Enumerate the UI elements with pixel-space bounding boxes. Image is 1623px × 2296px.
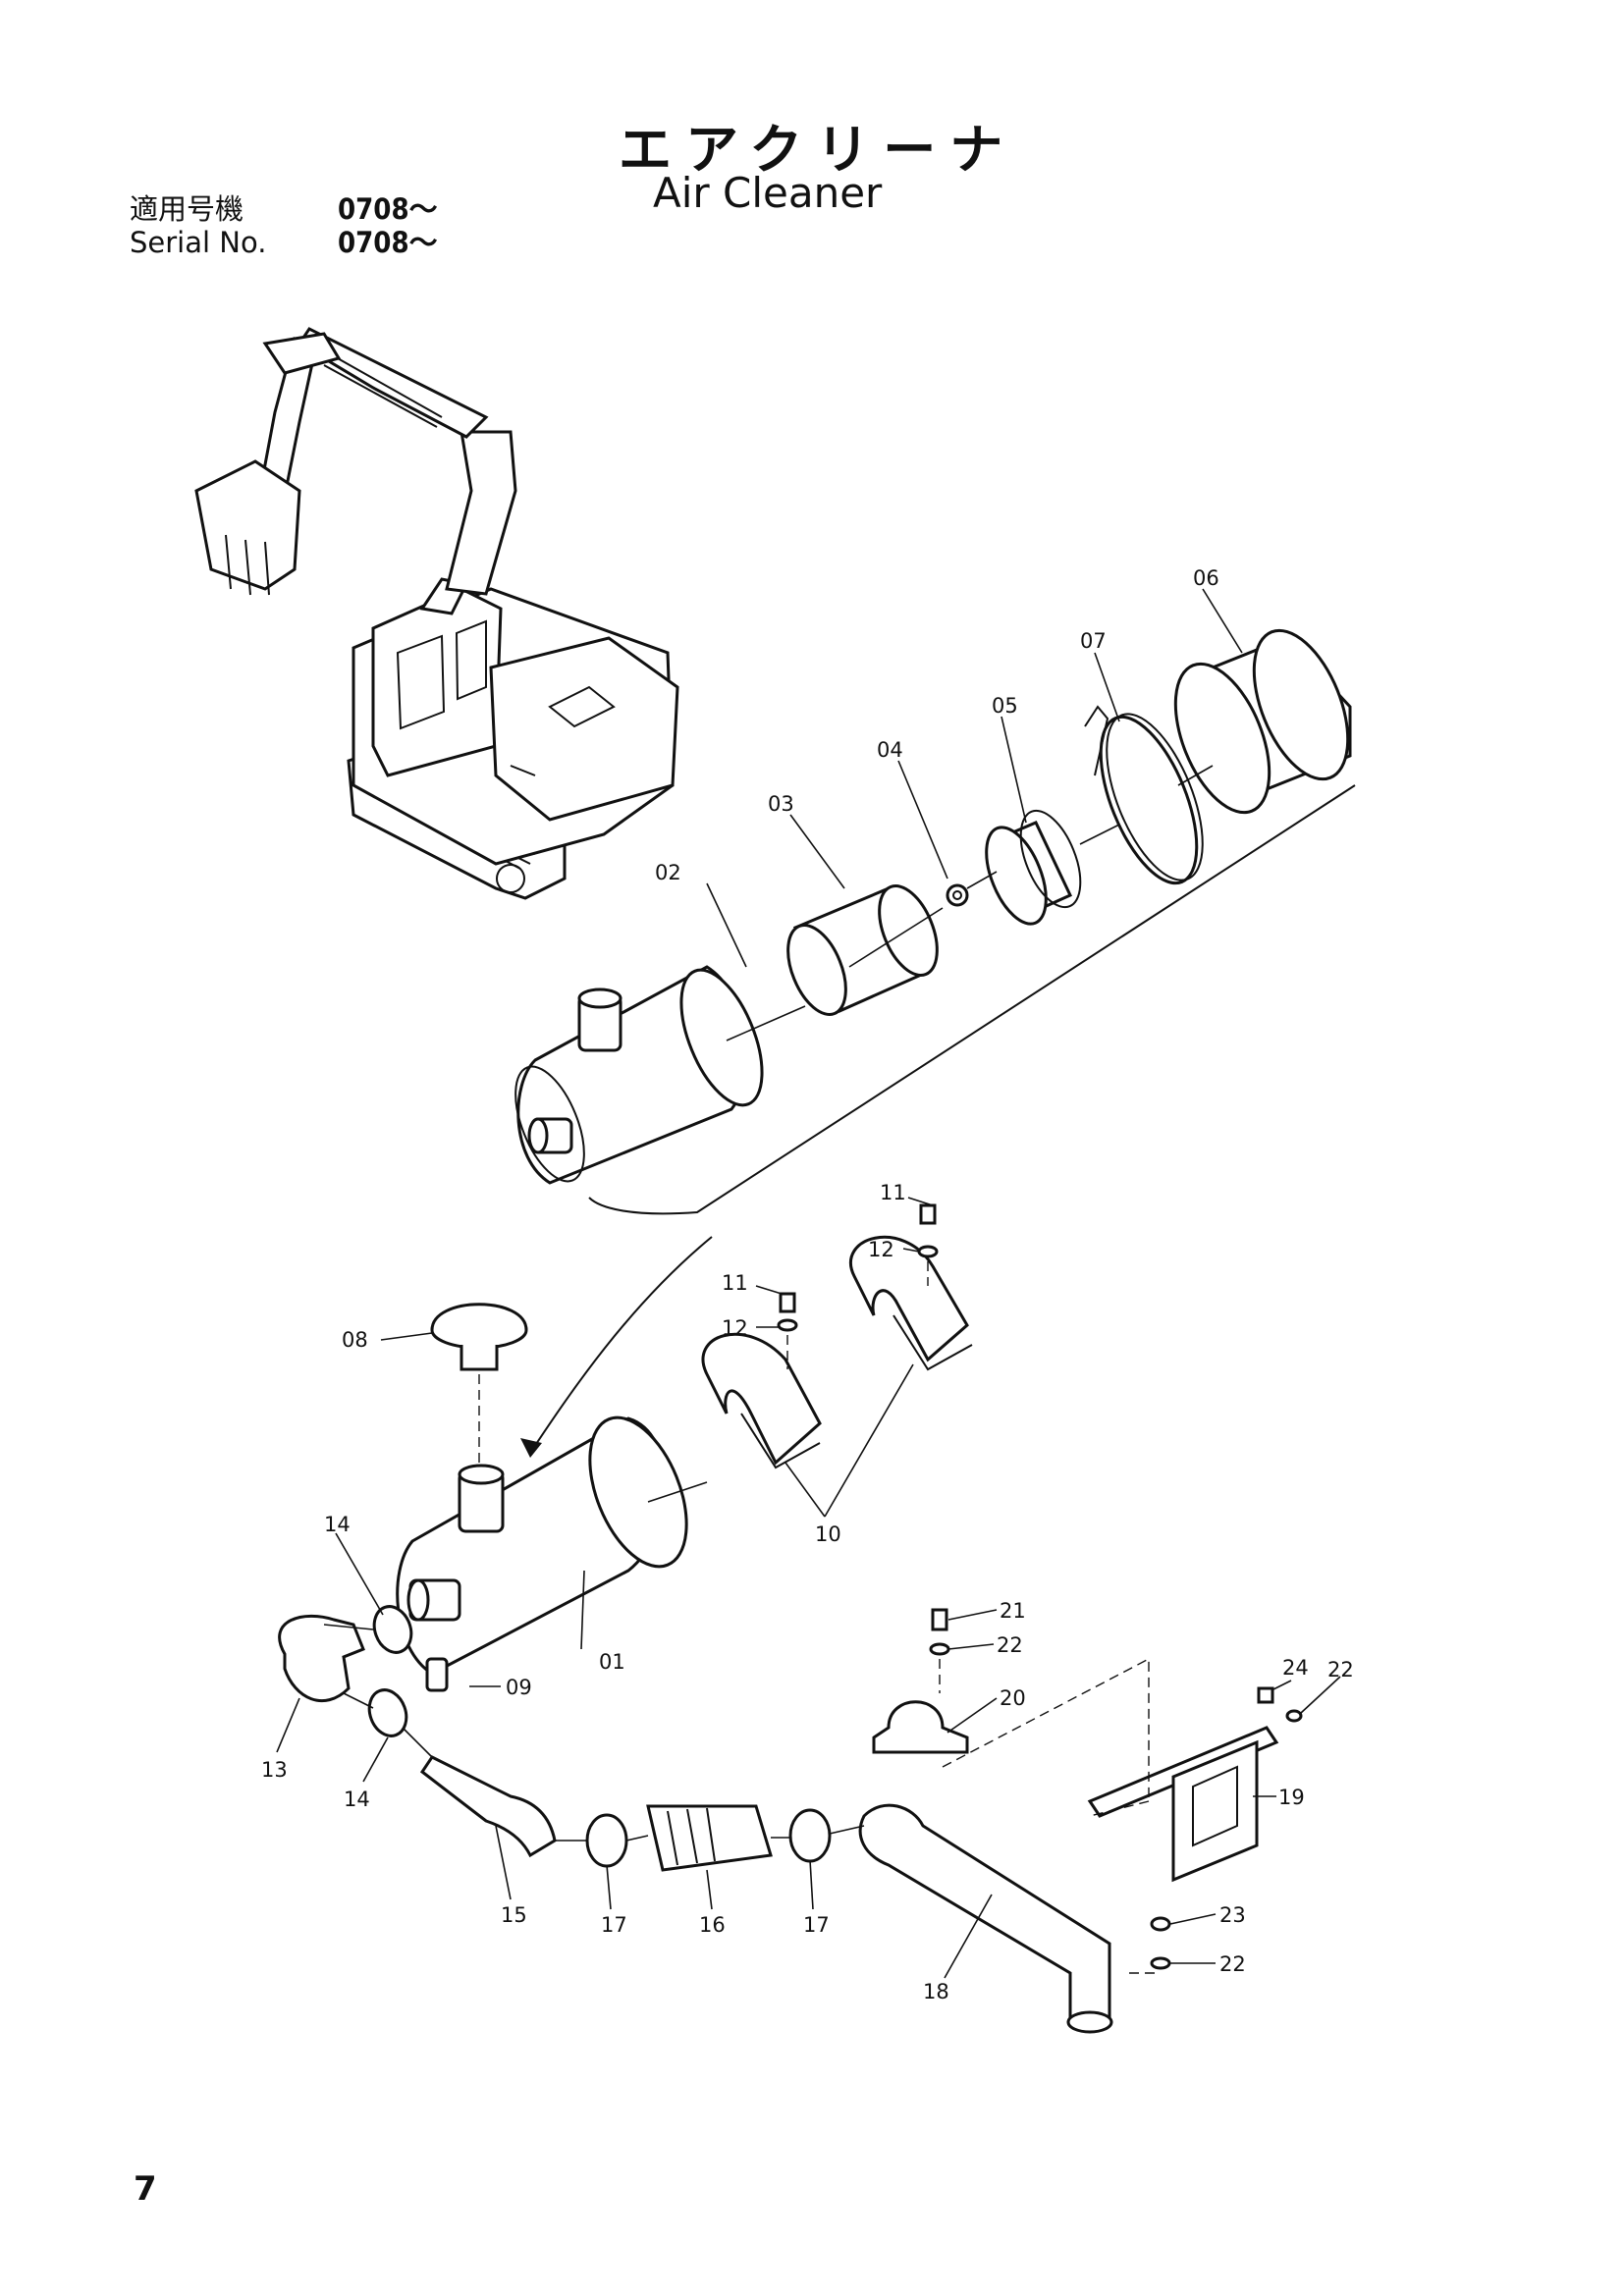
serial-label-japanese: 適用号機 bbox=[130, 192, 244, 226]
callout-labels: 01 02 03 04 05 06 07 08 09 10 11 11 12 1… bbox=[261, 566, 1354, 2003]
callout-07: 07 bbox=[1080, 629, 1107, 653]
callout-06: 06 bbox=[1193, 566, 1219, 590]
callout-22a: 22 bbox=[997, 1633, 1023, 1657]
callout-09: 09 bbox=[506, 1676, 532, 1699]
callout-22c: 22 bbox=[1219, 1952, 1246, 1976]
callout-22b: 22 bbox=[1327, 1658, 1354, 1682]
callout-13: 13 bbox=[261, 1758, 288, 1782]
callout-leaders bbox=[276, 588, 1341, 1979]
callout-12a: 12 bbox=[722, 1316, 748, 1340]
callout-15: 15 bbox=[501, 1903, 527, 1927]
excavator-illustration bbox=[194, 327, 679, 900]
callout-18: 18 bbox=[923, 1980, 949, 2003]
callout-20: 20 bbox=[1000, 1686, 1026, 1710]
serial-label: Serial No. bbox=[130, 226, 267, 259]
page-title: Air Cleaner bbox=[653, 169, 883, 217]
callout-10: 10 bbox=[815, 1522, 841, 1546]
callout-16: 16 bbox=[699, 1913, 726, 1937]
callout-17b: 17 bbox=[803, 1913, 830, 1937]
callout-23: 23 bbox=[1219, 1903, 1246, 1927]
exploded-filter-group bbox=[514, 628, 1356, 1458]
callout-11a: 11 bbox=[722, 1271, 748, 1295]
callout-14a: 14 bbox=[324, 1513, 351, 1536]
callout-01: 01 bbox=[599, 1650, 625, 1674]
callout-04: 04 bbox=[877, 738, 903, 762]
callout-17a: 17 bbox=[601, 1913, 627, 1937]
callout-12b: 12 bbox=[868, 1238, 894, 1261]
serial-row: Serial No. 0708～ bbox=[130, 226, 438, 259]
callout-11b: 11 bbox=[880, 1181, 906, 1204]
callout-14b: 14 bbox=[344, 1788, 370, 1811]
serial-row-japanese: 適用号機 0708～ bbox=[130, 192, 438, 226]
serial-value-japanese: 0708～ bbox=[338, 192, 438, 226]
callout-19: 19 bbox=[1278, 1786, 1305, 1809]
callout-08: 08 bbox=[342, 1328, 368, 1352]
callout-21: 21 bbox=[1000, 1599, 1026, 1623]
callout-02: 02 bbox=[655, 861, 681, 884]
callout-24: 24 bbox=[1282, 1656, 1309, 1680]
page-title-japanese: エアクリーナ bbox=[619, 119, 1017, 181]
lower-assembly-group bbox=[278, 1203, 1303, 2034]
callout-05: 05 bbox=[992, 694, 1018, 718]
page-number: 7 bbox=[134, 2169, 157, 2209]
serial-value: 0708～ bbox=[338, 226, 438, 259]
callout-03: 03 bbox=[768, 792, 794, 816]
